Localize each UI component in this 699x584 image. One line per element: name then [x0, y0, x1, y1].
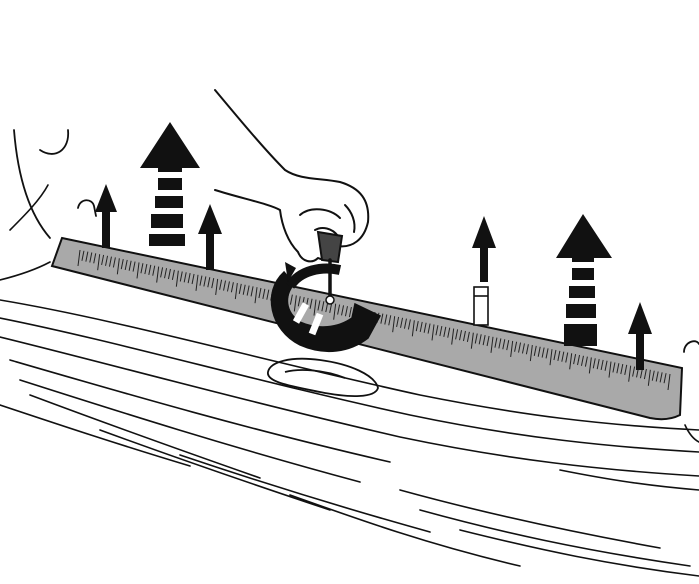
large-striped-arrow-left: [140, 122, 200, 246]
large-striped-arrow-right: [556, 214, 612, 346]
hand: [215, 90, 368, 261]
handle-recess: [268, 359, 378, 396]
left-trim-edge: [14, 130, 68, 238]
clip-icon: [474, 287, 488, 325]
